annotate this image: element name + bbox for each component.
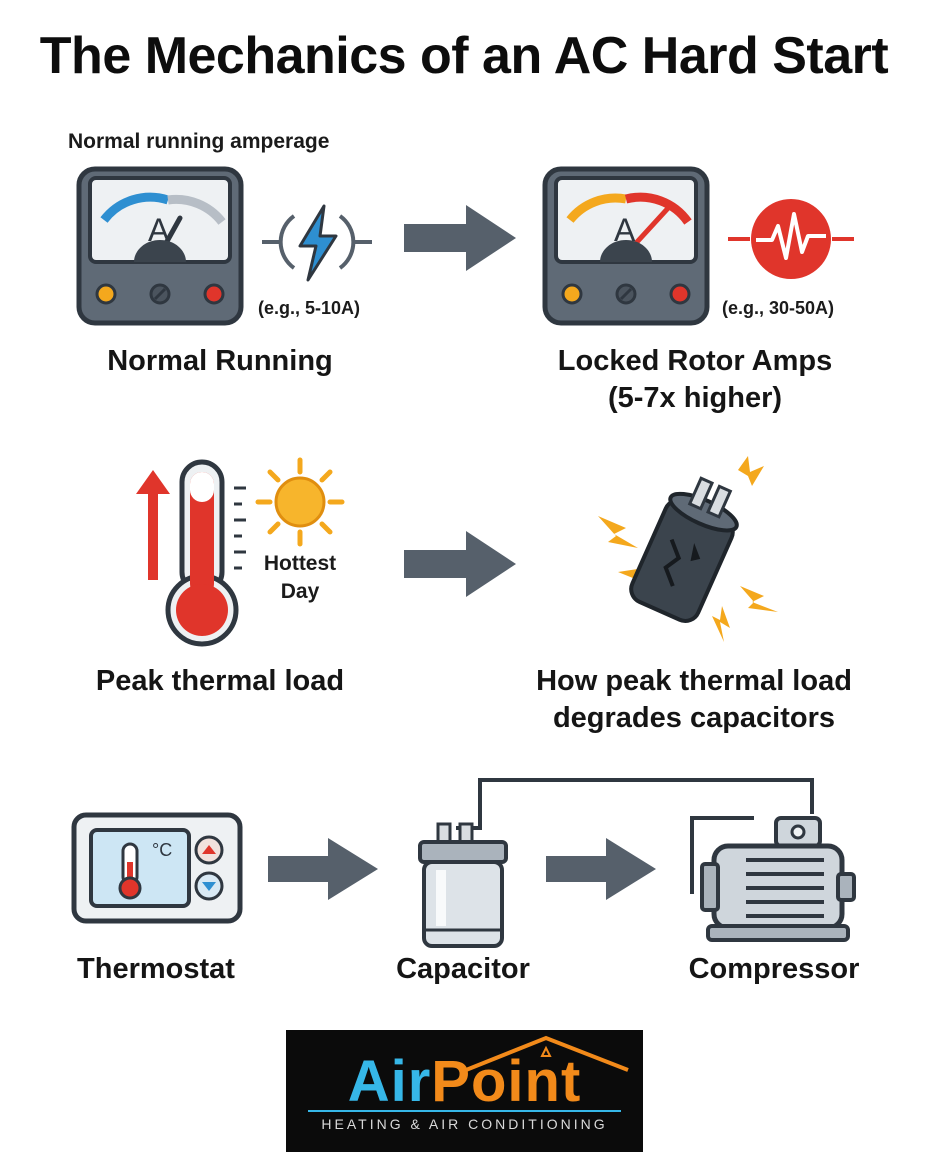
lightning-bolt-icon <box>262 204 372 282</box>
locked-rotor-amp-example: (e.g., 30-50A) <box>722 298 835 318</box>
thermostat-caption: Thermostat <box>77 953 235 985</box>
locked-rotor-ammeter-icon <box>542 166 710 326</box>
normal-running-caption: Normal Running <box>107 345 333 377</box>
capacitor-caption: Capacitor <box>396 953 530 985</box>
compressor-caption: Compressor <box>688 953 860 985</box>
locked-rotor-meter-letter: A <box>614 212 636 248</box>
burnt-capacitor-icon <box>598 456 778 642</box>
hottest-day-label-line2: Day <box>280 580 320 603</box>
logo-name-part1: Air <box>347 1049 432 1114</box>
locked-rotor-caption-line1: Locked Rotor Amps <box>557 345 833 377</box>
airpoint-logo: AirPoint HEATING & AIR CONDITIONING <box>286 1030 643 1152</box>
normal-meter-letter: A <box>148 212 170 248</box>
right-arrow-icon <box>546 838 656 900</box>
roof-icon <box>465 1035 629 1072</box>
degrades-capacitors-caption-line1: How peak thermal load <box>536 665 852 697</box>
compressor-icon <box>690 816 856 942</box>
page-title: The Mechanics of an AC Hard Start <box>39 27 889 85</box>
sun-icon <box>255 457 345 547</box>
normal-amp-example: (e.g., 5-10A) <box>258 298 361 318</box>
normal-ammeter-icon <box>76 166 244 326</box>
logo-tagline: HEATING & AIR CONDITIONING <box>321 1116 608 1132</box>
thermostat-icon <box>71 812 243 924</box>
logo-name: AirPoint <box>286 1048 643 1115</box>
logo-name-part2: Point <box>431 1049 582 1114</box>
locked-rotor-caption-line2: (5-7x higher) <box>607 382 783 414</box>
thermostat-unit-label: °C <box>152 840 173 860</box>
right-arrow-icon <box>404 205 516 271</box>
capacitor-icon <box>418 822 508 948</box>
logo-divider <box>308 1110 621 1112</box>
hottest-day-label-line1: Hottest <box>263 552 337 575</box>
right-arrow-icon <box>268 838 378 900</box>
degrades-capacitors-caption-line2: degrades capacitors <box>552 702 836 734</box>
peak-thermal-load-caption: Peak thermal load <box>95 665 345 697</box>
heartbeat-icon <box>728 199 854 279</box>
normal-running-amperage-label: Normal running amperage <box>68 130 330 153</box>
right-arrow-icon <box>404 531 516 597</box>
thermometer-icon <box>165 459 246 647</box>
up-arrow-icon <box>136 470 170 580</box>
